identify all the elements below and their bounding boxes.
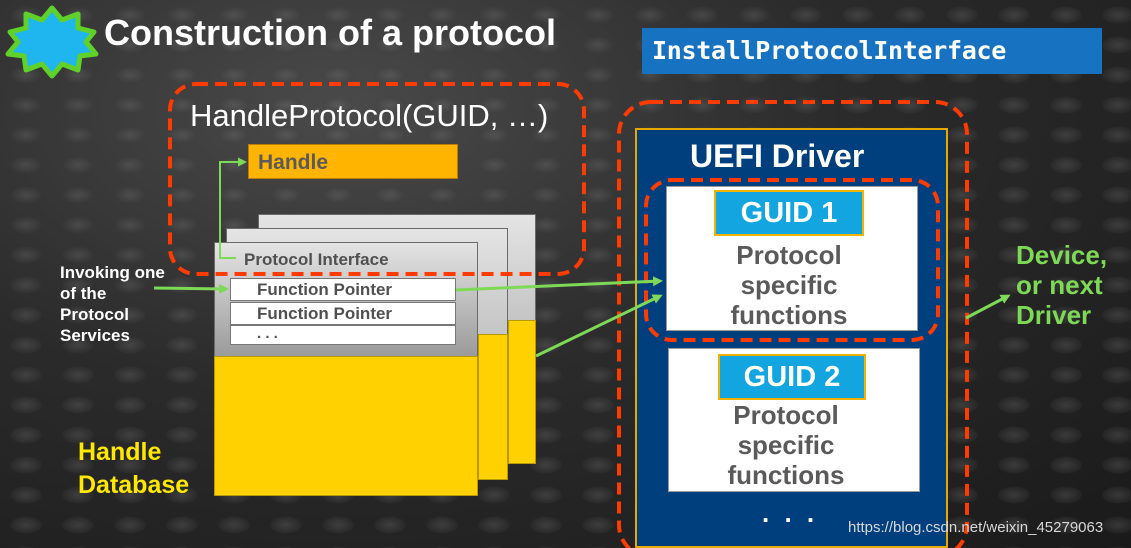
uefi-driver-title: UEFI Driver bbox=[690, 138, 865, 174]
star-badge-shape bbox=[5, 5, 99, 79]
database-card-middle-body bbox=[478, 334, 508, 480]
guid-1-outline bbox=[644, 178, 940, 342]
function-pointer-label: Function Pointer bbox=[257, 304, 393, 323]
function-pointer-more: . . . bbox=[230, 325, 456, 345]
banner-text: InstallProtocolInterface bbox=[652, 36, 1007, 65]
function-pointer-label: Function Pointer bbox=[257, 280, 393, 299]
uefi-driver-outline bbox=[617, 100, 969, 548]
function-pointer-row: Function Pointer bbox=[230, 278, 456, 301]
description-line: Protocol bbox=[736, 240, 842, 270]
database-card-back-body bbox=[508, 320, 536, 464]
handle-database-line: Handle bbox=[78, 438, 162, 466]
handle-box: Handle bbox=[248, 144, 458, 179]
protocol-interface-label: Protocol Interface bbox=[244, 250, 389, 269]
invoking-service-label: Invoking one of the Protocol Services bbox=[60, 262, 190, 346]
page-title: Construction of a protocol bbox=[104, 12, 556, 53]
invoke-line: Services bbox=[60, 326, 130, 345]
invoke-line: Invoking one bbox=[60, 263, 165, 282]
invoke-line: of the bbox=[60, 284, 107, 303]
description-line: functions bbox=[730, 300, 848, 330]
function-pointer-row: Function Pointer bbox=[230, 302, 456, 325]
guid-2-description: Protocol specific functions bbox=[666, 400, 906, 490]
function-pointer-ellipsis: . . . bbox=[257, 325, 278, 342]
watermark: https://blog.csdn.net/weixin_45279063 bbox=[848, 519, 1104, 536]
description-line: Protocol bbox=[733, 400, 839, 430]
function-pointer-arrow bbox=[455, 276, 663, 292]
handle-database-label: Handle Database bbox=[78, 436, 189, 502]
guid-1-tag: GUID 1 bbox=[714, 190, 864, 236]
install-protocol-interface-banner: InstallProtocolInterface bbox=[642, 28, 1102, 74]
guid-1-description: Protocol specific functions bbox=[666, 240, 912, 330]
description-line: functions bbox=[727, 460, 845, 490]
handle-label: Handle bbox=[258, 151, 329, 174]
description-line: specific bbox=[740, 270, 838, 300]
invoke-arrow bbox=[153, 283, 229, 294]
guid-2-tag: GUID 2 bbox=[718, 354, 866, 400]
invoke-line: Protocol bbox=[60, 305, 129, 324]
device-or-next-driver-label: Device, or next Driver bbox=[1016, 240, 1107, 330]
handle-protocol-outline bbox=[168, 82, 586, 276]
handle-database-line: Database bbox=[78, 471, 190, 499]
device-arrow bbox=[965, 294, 1011, 320]
handle-connector bbox=[219, 157, 247, 259]
star-badge-icon bbox=[5, 5, 99, 79]
database-card-front-body bbox=[214, 356, 478, 496]
description-line: specific bbox=[737, 430, 835, 460]
device-line: or next bbox=[1016, 270, 1103, 300]
device-line: Device, bbox=[1016, 240, 1108, 270]
driver-more-ellipsis: . . . bbox=[762, 498, 819, 528]
database-arrow bbox=[535, 294, 663, 358]
handle-protocol-call: HandleProtocol(GUID, …) bbox=[190, 98, 549, 133]
device-line: Driver bbox=[1016, 300, 1092, 330]
